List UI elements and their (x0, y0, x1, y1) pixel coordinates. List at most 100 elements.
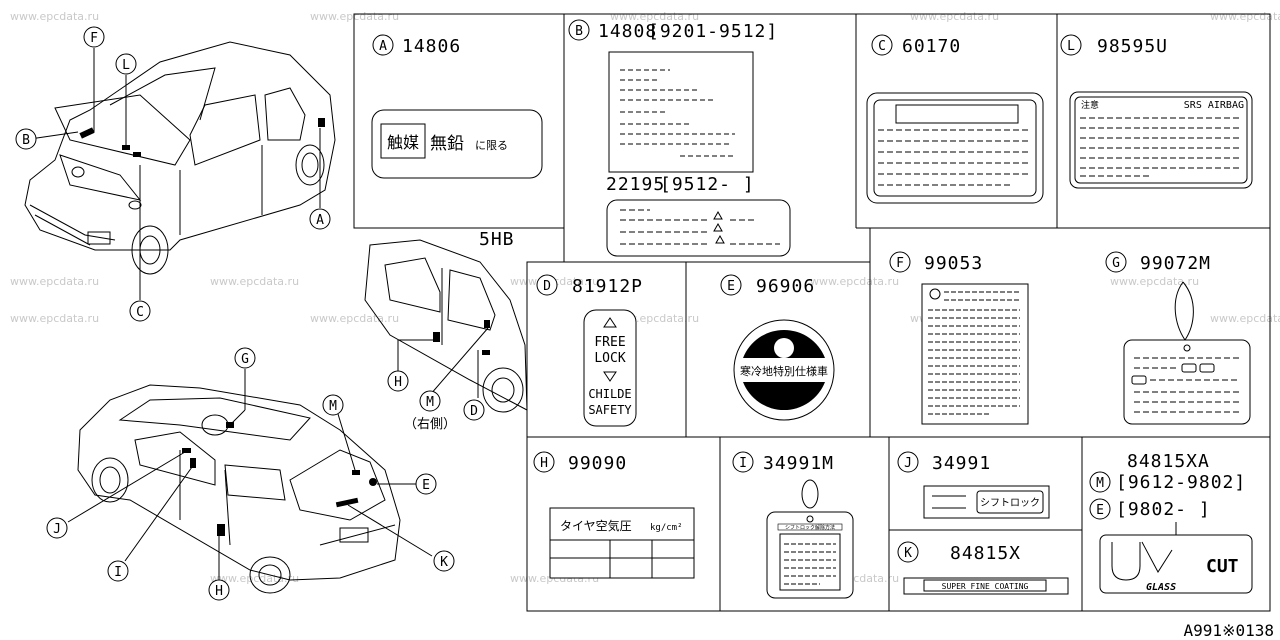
watermark: www.epcdata.ru (210, 275, 300, 288)
svg-text:5HB: 5HB (479, 229, 515, 250)
page-code: A991※0138 (1184, 621, 1274, 640)
svg-text:A: A (379, 39, 387, 54)
callout-M: M (322, 394, 344, 416)
watermark: www.epcdata.ru (610, 10, 700, 23)
svg-text:（右側）: （右側） (404, 417, 456, 432)
label-cell-J: J 34991 シフトロック (897, 451, 1050, 519)
svg-text:99090: 99090 (568, 453, 627, 474)
svg-text:14808: 14808 (598, 21, 657, 42)
label-cell-H: H 99090 タイヤ空気圧 kg/cm² (533, 451, 695, 579)
svg-text:G: G (1112, 256, 1120, 271)
svg-text:F: F (896, 256, 904, 271)
svg-text:L: L (122, 58, 130, 73)
svg-text:34991M: 34991M (763, 453, 834, 474)
label-cell-uv-cut: 84815XA M [9612-9802] E [9802- ] CUT GLA… (1089, 451, 1253, 594)
rear-car-leaders (67, 369, 433, 580)
svg-text:シフトロック: シフトロック (980, 497, 1040, 509)
svg-text:寒冷地特別仕様車: 寒冷地特別仕様車 (740, 364, 828, 378)
label-cell-D: D 81912P FREE LOCK CHILDE SAFETY (536, 274, 643, 427)
grid-frame (353, 13, 1271, 612)
front-car-drawing (24, 41, 336, 275)
svg-text:C: C (136, 305, 144, 320)
svg-text:96906: 96906 (756, 276, 815, 297)
svg-text:60170: 60170 (902, 36, 961, 57)
svg-text:J: J (904, 456, 912, 471)
label-cell-I: I 34991M シフトロック解除方法 (732, 451, 854, 599)
watermark: www.epcdata.ru (810, 275, 900, 288)
svg-text:E: E (1096, 503, 1104, 518)
callout-C: C (129, 300, 151, 322)
svg-text:G: G (241, 352, 249, 367)
svg-text:99053: 99053 (924, 253, 983, 274)
svg-text:F: F (90, 31, 98, 46)
svg-text:A: A (316, 213, 324, 228)
watermark: www.epcdata.ru (1110, 275, 1200, 288)
callout-E: E (415, 473, 437, 495)
svg-text:D: D (543, 279, 551, 294)
svg-text:J: J (53, 522, 61, 537)
watermark: www.epcdata.ru (310, 10, 400, 23)
svg-text:I: I (739, 456, 747, 471)
label-cell-F: F 99053 (889, 251, 1029, 425)
svg-text:[9802- ]: [9802- ] (1116, 499, 1211, 520)
svg-text:84815X: 84815X (950, 543, 1021, 564)
svg-text:K: K (440, 555, 448, 570)
svg-text:22195: 22195 (606, 174, 665, 195)
label-cell-K: K 84815X SUPER FINE COATING (897, 541, 1069, 595)
svg-text:kg/cm²: kg/cm² (650, 523, 683, 533)
svg-text:E: E (422, 478, 430, 493)
svg-text:14806: 14806 (402, 36, 461, 57)
svg-text:M: M (329, 399, 337, 414)
svg-text:に限る: に限る (475, 139, 508, 152)
svg-text:H: H (215, 584, 223, 599)
svg-text:99072M: 99072M (1140, 253, 1211, 274)
front-car-leaders (29, 48, 321, 300)
svg-text:触媒: 触媒 (387, 133, 419, 152)
watermark: www.epcdata.ru (1210, 10, 1280, 23)
callout-J: J (46, 517, 68, 539)
svg-text:注意: 注意 (1081, 99, 1099, 111)
callout-I: I (107, 560, 129, 582)
callout-B: B (15, 128, 37, 150)
svg-text:H: H (394, 375, 402, 390)
callout-K: K (433, 550, 455, 572)
svg-text:M: M (426, 395, 434, 410)
callout-A: A (309, 208, 331, 230)
door-5hb-drawing: 5HB H M D （右側） (364, 229, 528, 432)
svg-text:34991: 34991 (932, 453, 991, 474)
svg-text:84815XA: 84815XA (1127, 451, 1210, 472)
watermark: www.epcdata.ru (10, 275, 100, 288)
svg-text:タイヤ空気圧: タイヤ空気圧 (560, 518, 632, 533)
svg-text:SRS AIRBAG: SRS AIRBAG (1184, 100, 1244, 111)
svg-text:CUT: CUT (1206, 556, 1239, 577)
svg-text:LOCK: LOCK (594, 351, 625, 366)
svg-text:SUPER FINE COATING: SUPER FINE COATING (942, 582, 1029, 591)
callout-F: F (83, 26, 105, 48)
svg-text:81912P: 81912P (572, 276, 643, 297)
watermark: www.epcdata.ru (10, 10, 100, 23)
label-cell-G: G 99072M (1105, 251, 1251, 425)
watermark: www.epcdata.ru (1210, 312, 1280, 325)
svg-text:[9512- ]: [9512- ] (660, 174, 755, 195)
svg-text:D: D (470, 404, 478, 419)
svg-text:I: I (114, 565, 122, 580)
watermark: www.epcdata.ru (310, 312, 400, 325)
label-cell-L: L 98595U 注意 SRS AIRBAG (1060, 34, 1253, 189)
svg-text:シフトロック解除方法: シフトロック解除方法 (785, 524, 835, 531)
svg-text:E: E (727, 279, 735, 294)
svg-text:無鉛: 無鉛 (430, 134, 464, 154)
svg-text:CHILDE: CHILDE (588, 387, 631, 401)
svg-text:C: C (878, 39, 886, 54)
callout-H: H (208, 579, 230, 601)
watermark: www.epcdata.ru (910, 10, 1000, 23)
label-cell-E: E 96906 寒冷地特別仕様車 (720, 274, 835, 421)
svg-text:SAFETY: SAFETY (588, 403, 632, 417)
svg-text:[9201-9512]: [9201-9512] (648, 21, 778, 42)
watermark: www.epcdata.ru (10, 312, 100, 325)
label-cell-B: B 14808 [9201-9512] 22195 [9512- ] (568, 19, 791, 257)
svg-text:98595U: 98595U (1097, 36, 1168, 57)
watermark: www.epcdata.ru (210, 572, 300, 585)
svg-text:M: M (1096, 476, 1104, 491)
callout-G: G (234, 347, 256, 369)
